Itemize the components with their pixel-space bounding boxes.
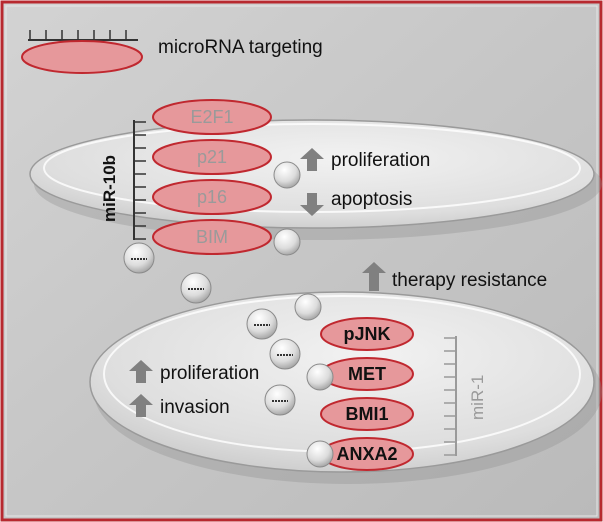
target-label: MET [348,364,386,384]
up-arrow-icon [300,148,324,171]
pill-bim [152,219,272,255]
legend-pill [21,40,143,74]
up-arrow-icon [129,394,153,417]
target-label: pJNK [343,324,391,344]
up-arrow-icon [362,262,386,291]
mir1-comb [444,336,457,456]
bubble-icon [306,363,334,391]
inner-bevel [5,5,598,517]
pill-p21 [152,139,272,175]
mirna-label-upper: miR-10b [100,154,119,222]
effect-label: proliferation [331,150,431,171]
pill-pjnk [320,317,414,351]
target-label: BMI1 [345,404,389,424]
legend-label: microRNA targeting [158,37,323,58]
target-label: p21 [196,147,228,167]
target-label: BIM [195,227,228,247]
target-label: ANXA2 [336,444,398,464]
therapy-resistance-label: therapy resistance [392,270,548,291]
bubble-icon [273,161,301,189]
target-label: E2F1 [190,107,234,127]
mirna-label-lower: miR-1 [468,374,487,420]
target-label: p16 [196,187,228,207]
up-arrow-icon [129,360,153,383]
vesicle-bubbles [123,161,334,468]
mir10b-comb [133,120,146,240]
bubble-icon [294,293,322,321]
effect-label: invasion [160,397,230,418]
pill-e2f1 [152,99,272,135]
pill-p16 [152,179,272,215]
legend-comb-icon [28,30,138,41]
effect-label: apoptosis [331,189,413,210]
down-arrow-icon [300,193,324,216]
bubble-icon [273,228,301,256]
pill-bmi1 [320,397,414,431]
bubble-icon [306,440,334,468]
effect-label: proliferation [160,363,260,384]
